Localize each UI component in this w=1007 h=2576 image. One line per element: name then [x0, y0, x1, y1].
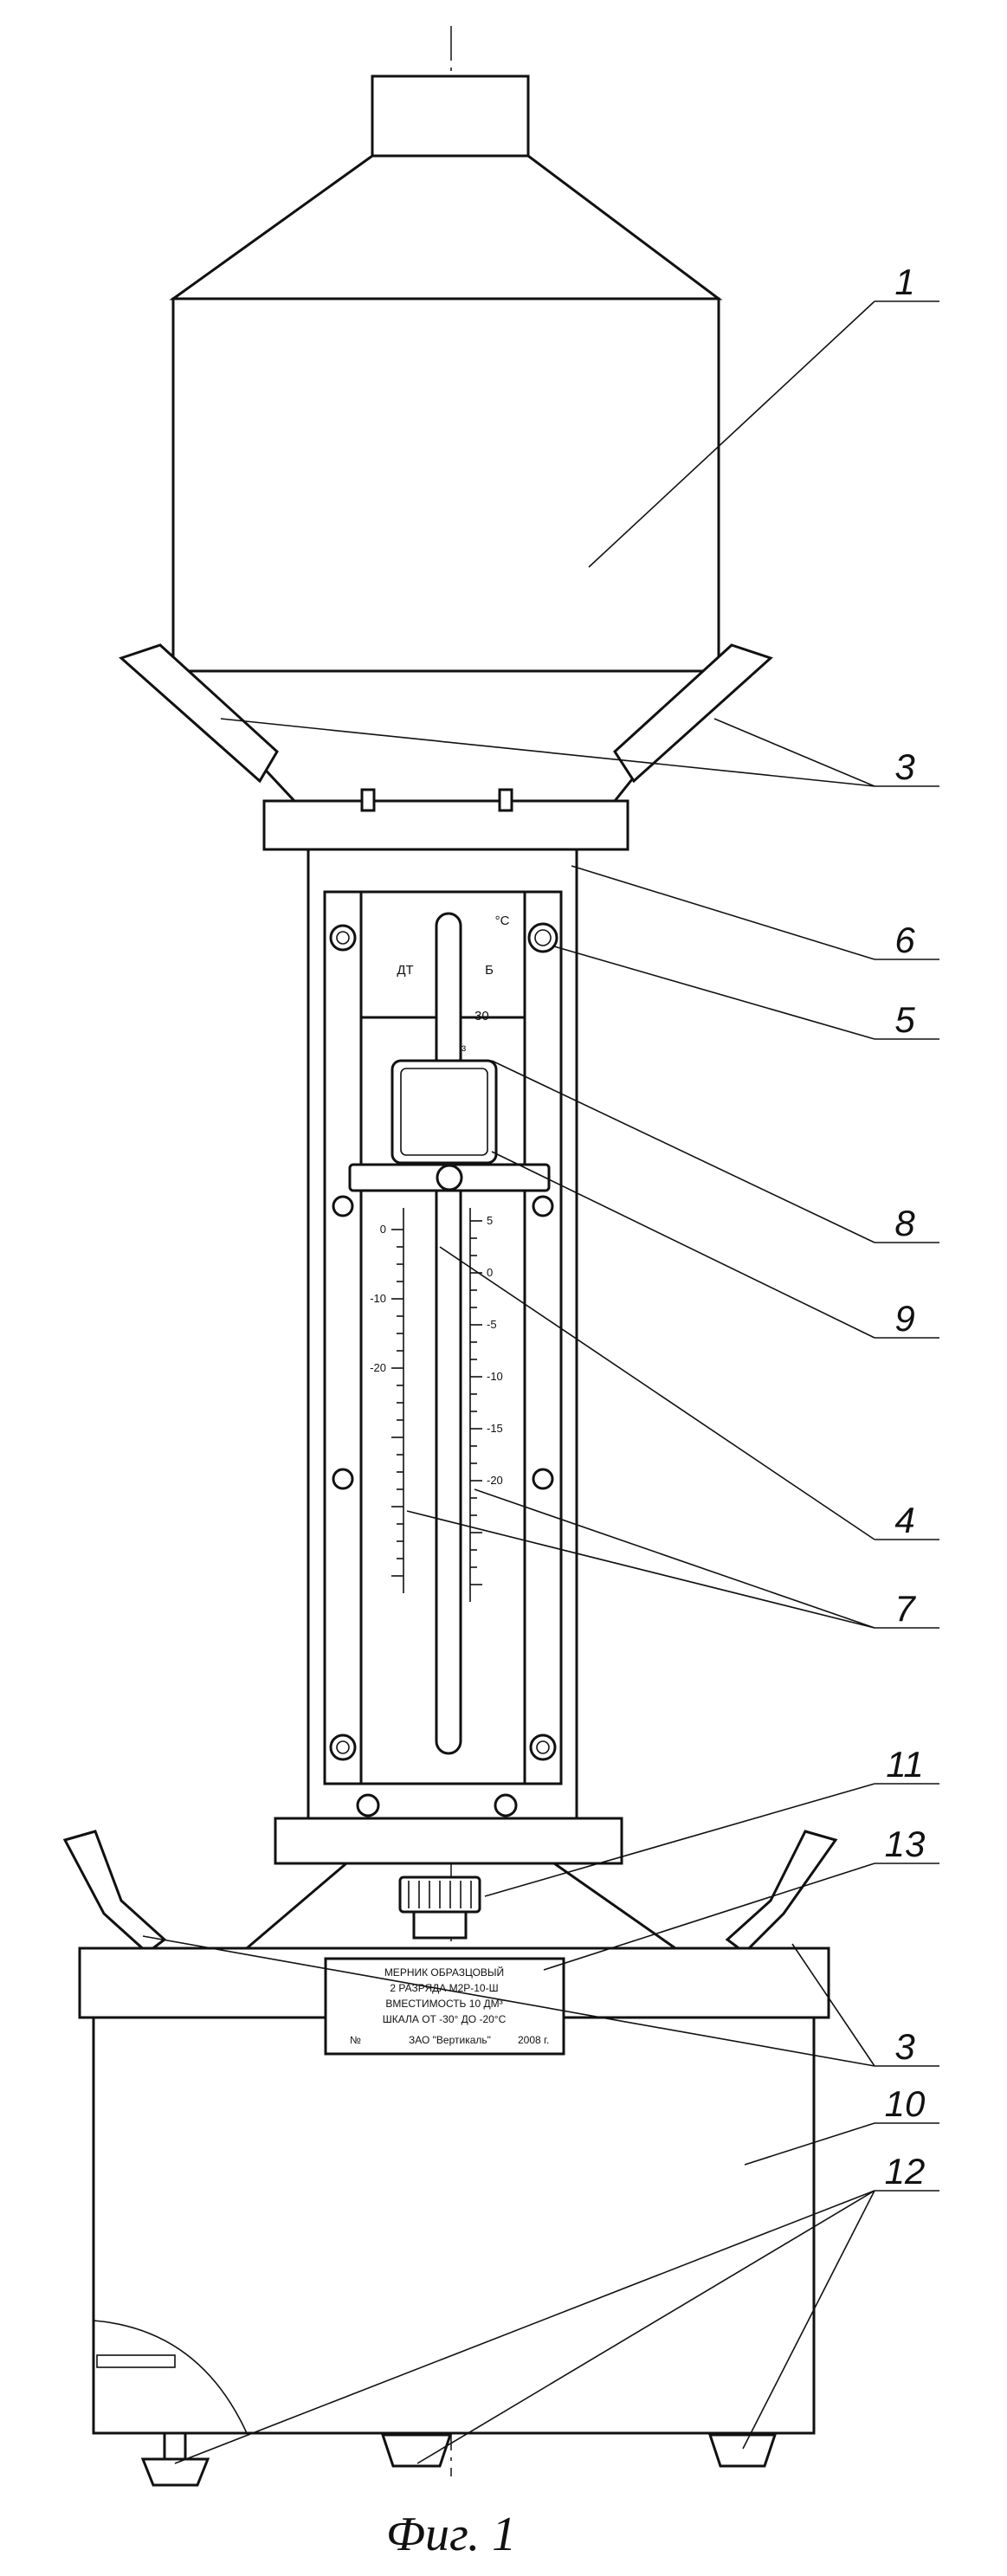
- right-scale-label: -20: [487, 1474, 503, 1487]
- figure-caption: Фиг. 1: [386, 2508, 516, 2561]
- part-number-1: 1: [894, 261, 914, 302]
- part-number-8: 8: [894, 1203, 915, 1243]
- right-scale-label: -5: [487, 1318, 497, 1331]
- nameplate-serial: №: [350, 2034, 361, 2046]
- foot-left: [143, 2433, 208, 2485]
- right-scale-label: -15: [487, 1422, 503, 1435]
- nameplate-line: МЕРНИК ОБРАЗЦОВЫЙ: [384, 1966, 504, 1979]
- nameplate-line: ВМЕСТИМОСТЬ 10 ДМ³: [385, 1998, 502, 2010]
- part-number-6: 6: [894, 920, 915, 960]
- label-dt: ДТ: [397, 963, 413, 978]
- nameplate-year: 2008 г.: [518, 2034, 549, 2046]
- right-scale-label: 5: [487, 1214, 493, 1227]
- base-body: [94, 2018, 814, 2433]
- left-scale-label: -20: [370, 1361, 386, 1374]
- part-number-3-lower: 3: [894, 2026, 914, 2067]
- part-number-3-upper: 3: [894, 746, 914, 787]
- bottom-flange: [275, 1818, 622, 1863]
- right-scale-label: 0: [487, 1266, 493, 1279]
- value-30: 30: [474, 1009, 489, 1023]
- part-number-11: 11: [886, 1744, 924, 1785]
- part-number-4: 4: [894, 1500, 914, 1540]
- part-number-5: 5: [894, 999, 915, 1040]
- slider-knob: [437, 1165, 462, 1190]
- lower-handle-left: [65, 1831, 165, 1953]
- nameplate-maker: ЗАО "Вертикаль": [409, 2034, 491, 2046]
- valve: [400, 1877, 480, 1938]
- lower-handle-right: [727, 1831, 836, 1953]
- part-number-7: 7: [894, 1588, 916, 1629]
- label-b: Б: [485, 963, 494, 978]
- nameplate-line: 2 РАЗРЯДА М2Р-10-Ш: [390, 1982, 498, 1994]
- glass-tube: [436, 914, 461, 1753]
- right-scale-label: -10: [487, 1370, 503, 1383]
- foot-right: [710, 2435, 775, 2466]
- part-number-9: 9: [894, 1298, 914, 1339]
- part-number-13: 13: [885, 1824, 926, 1864]
- nameplate-line: ШКАЛА ОТ -30° ДО -20°С: [383, 2013, 507, 2025]
- part-number-10: 10: [885, 2083, 926, 2124]
- left-scale-label: 0: [380, 1223, 386, 1236]
- top-flange: [264, 801, 628, 849]
- unit-celsius: °C: [495, 914, 510, 928]
- left-scale-label: -10: [370, 1292, 386, 1305]
- part-number-12: 12: [885, 2151, 926, 2192]
- hopper-tank: [173, 76, 719, 801]
- sight-glass: [392, 1061, 496, 1163]
